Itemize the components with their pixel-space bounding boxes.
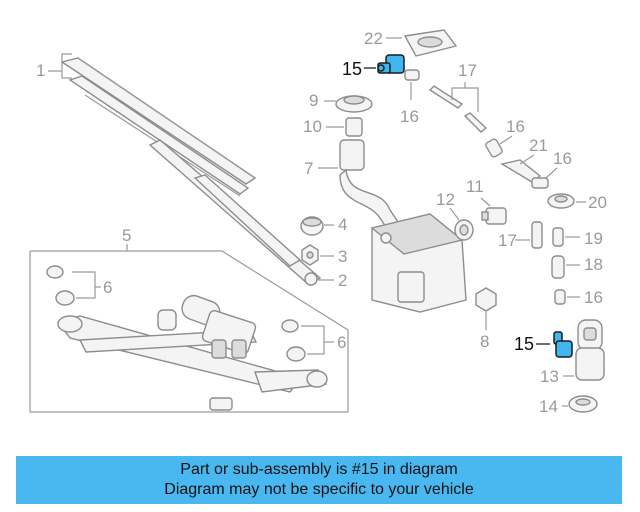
washer-nozzle-22 [403,29,458,57]
callout-17-b: 17 [498,231,517,250]
callout-21: 21 [529,136,548,155]
callout-19: 19 [584,229,603,248]
callout-17-a: 17 [458,61,477,80]
wiper-motor [181,294,257,359]
callout-7: 7 [304,159,313,178]
callout-16-a: 16 [400,107,419,126]
callout-14: 14 [539,397,558,416]
wiper-nut [301,244,319,266]
wiper-arm [148,139,322,286]
connector-18 [551,255,565,279]
callout-9: 9 [309,91,318,110]
grommet-20 [547,193,575,209]
callout-18: 18 [584,255,603,274]
connector-19 [552,227,564,247]
callout-16-d: 16 [584,288,603,307]
callout-15-top: 15 [342,59,362,79]
banner-line-2: Diagram may not be specific to your vehi… [164,481,474,498]
reservoir-strainer [345,117,363,137]
check-valve-21 [500,159,542,183]
hose-connector-16-top [404,69,420,81]
washer-hose-17 [428,85,488,133]
hose-17-lower [531,221,543,249]
pivot-bushing-left [46,265,75,306]
washer-reservoir [370,213,467,313]
linkage-box-outline [29,250,349,413]
level-sensor [481,207,507,225]
callout-3: 3 [338,247,347,266]
reservoir-grommet [454,219,474,241]
highlighted-part-15-top [377,54,405,74]
pump-grommet [568,395,598,413]
info-banner: Part or sub-assembly is #15 in diagram D… [16,456,622,504]
motor-grommet [157,309,177,331]
washer-pump [575,319,605,381]
callout-6-left: 6 [103,278,112,297]
callout-1: 1 [36,61,45,80]
callout-11: 11 [466,177,484,196]
callout-16-b: 16 [506,117,525,136]
parts-diagram: 1 2 3 4 5 6 6 [29,29,607,416]
highlighted-part-15-bottom [553,331,573,358]
wiper-linkage [56,315,328,411]
callout-8: 8 [480,332,489,351]
callout-22: 22 [364,29,383,48]
callout-15-bottom: 15 [514,334,534,354]
wiper-blade-assembly [60,57,257,197]
callout-20: 20 [588,193,607,212]
callout-4: 4 [338,215,347,234]
pivot-bushing-right [281,319,306,362]
hose-connector-16-right [531,177,549,189]
banner-line-1: Part or sub-assembly is #15 in diagram [180,461,458,478]
callout-5: 5 [122,226,131,245]
wiper-cap [300,216,324,236]
callout-6-right: 6 [337,333,346,352]
reservoir-filler-neck [339,139,403,238]
mounting-nut [475,287,497,312]
callout-2: 2 [338,271,347,290]
callout-16-c: 16 [553,149,572,168]
connector-16-bottom [554,289,566,305]
callout-13: 13 [540,367,559,386]
reservoir-cap [335,95,373,113]
callout-12: 12 [436,190,455,209]
hose-connector-16-mid [485,138,503,158]
callout-10: 10 [303,117,322,136]
